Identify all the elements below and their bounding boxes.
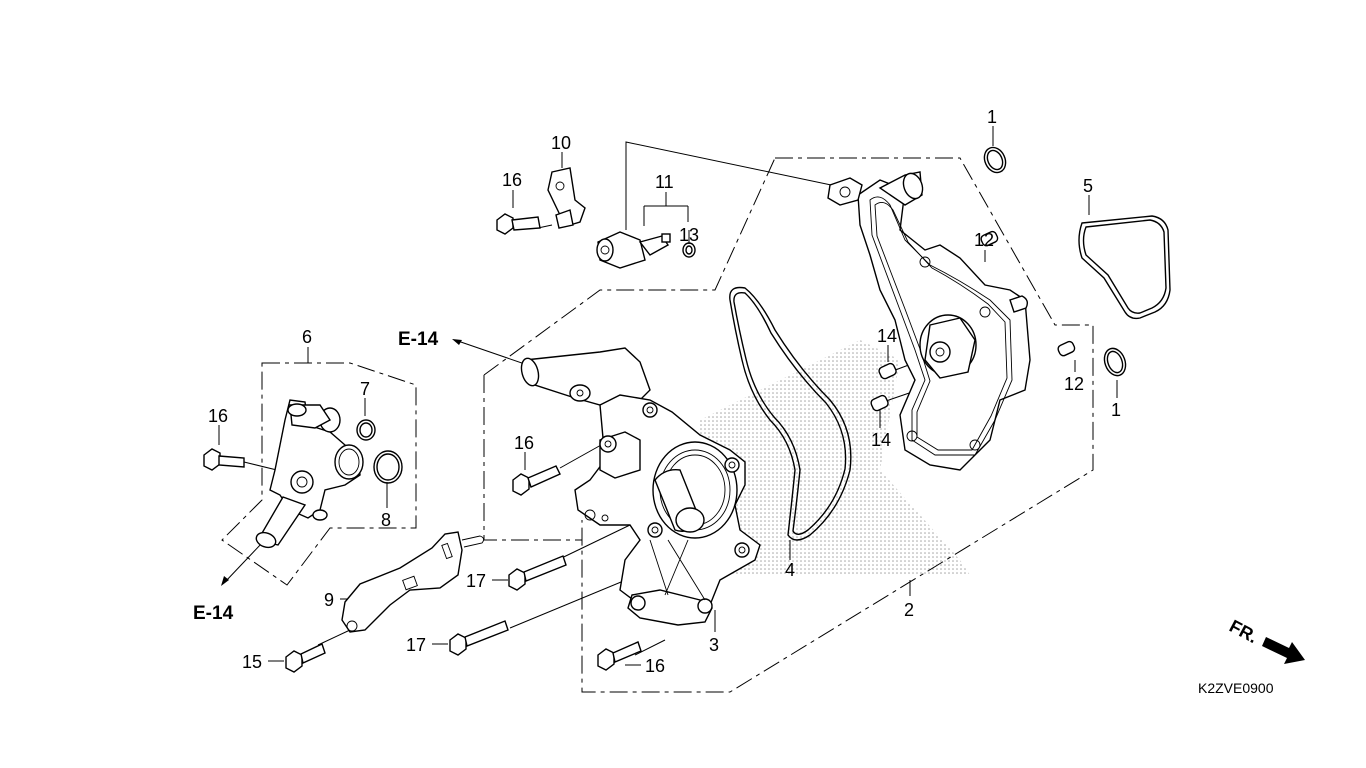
- sensor-part-11: [596, 231, 671, 269]
- reference-e14-top: E-14: [398, 329, 439, 350]
- o-ring-part-1-top-inner: [986, 149, 1004, 171]
- leader-lines: [218, 126, 1118, 666]
- front-label: FR.: [1226, 616, 1261, 647]
- o-ring-part-1-right-inner: [1106, 350, 1124, 374]
- gasket-part-5: [1078, 215, 1171, 320]
- bolt-part-16-bottom: [597, 641, 642, 671]
- bracket-part-9: [341, 531, 485, 633]
- figure-code: K2ZVE0900: [1198, 680, 1274, 696]
- bolt-part-16-top: [496, 213, 541, 235]
- callout-17: 17: [466, 571, 486, 591]
- reference-e14-bottom: E-14: [193, 603, 234, 624]
- callout-12: 12: [1064, 374, 1084, 394]
- water-pump-part-2: [827, 171, 1031, 471]
- bolt-part-16-left: [203, 448, 245, 471]
- dowel-pins: [870, 230, 1076, 412]
- bolt-part-17-upper: [508, 555, 567, 591]
- bracket-part-10: [547, 167, 586, 229]
- callout-14: 14: [871, 430, 891, 450]
- callout-5: 5: [1083, 176, 1093, 196]
- o-ring-part-1-top: [983, 146, 1007, 174]
- o-ring-part-1-right: [1103, 347, 1127, 377]
- callout-15: 15: [242, 652, 262, 672]
- callout-8: 8: [381, 510, 391, 530]
- thermostat-housing-part-6: [255, 399, 364, 549]
- gasket-part-4: [729, 286, 852, 541]
- front-direction-indicator: FR.: [1226, 616, 1305, 664]
- washer-part-13: [682, 242, 696, 258]
- callout-9: 9: [324, 590, 334, 610]
- bolt-part-16-center: [512, 465, 561, 496]
- callout-2: 2: [904, 600, 914, 620]
- callout-16: 16: [645, 656, 665, 676]
- callout-6: 6: [302, 327, 312, 347]
- bolt-part-17-lower: [449, 620, 509, 656]
- callout-10: 10: [551, 133, 571, 153]
- callout-1: 1: [1111, 400, 1121, 420]
- washer-part-13-inner: [685, 245, 693, 255]
- callout-16: 16: [514, 433, 534, 453]
- o-ring-part-7: [356, 419, 376, 441]
- callout-14: 14: [877, 326, 897, 346]
- front-arrow-icon: [1262, 637, 1305, 664]
- callout-12: 12: [974, 230, 994, 250]
- pump-cover-part-3: [520, 347, 761, 626]
- o-ring-part-8-inner: [376, 453, 400, 481]
- assembly-frame-6: [221, 362, 417, 586]
- reference-arrowheads: [221, 339, 462, 586]
- o-ring-part-7-inner: [359, 422, 373, 438]
- o-ring-part-8: [373, 450, 403, 484]
- callout-17: 17: [406, 635, 426, 655]
- callout-4: 4: [785, 560, 795, 580]
- watermark-stipple: [700, 340, 970, 575]
- callout-labels: 1 1 2 3 4 5 6 7 8 9 10 11 12 12 13 14 14…: [208, 107, 1121, 676]
- bolt-part-15: [285, 643, 326, 673]
- callout-1: 1: [987, 107, 997, 127]
- callout-16: 16: [502, 170, 522, 190]
- callout-11: 11: [655, 172, 674, 192]
- callout-3: 3: [709, 635, 719, 655]
- callout-7: 7: [360, 379, 370, 399]
- callout-13: 13: [679, 225, 699, 245]
- callout-16: 16: [208, 406, 228, 426]
